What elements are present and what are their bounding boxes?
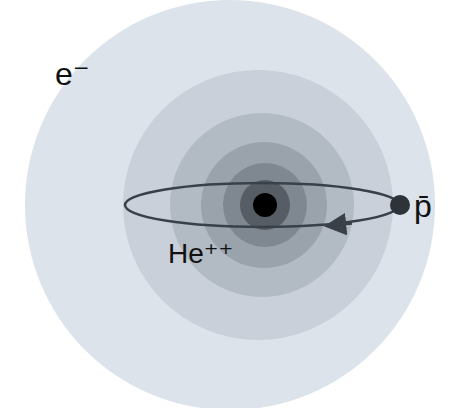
orbit-direction-arrow: [335, 224, 352, 226]
antiproton: [390, 195, 410, 215]
label: e⁻: [55, 58, 90, 90]
label: p̄: [414, 190, 432, 222]
electron-cloud-ring: [240, 180, 290, 230]
label: He⁺⁺: [168, 240, 233, 268]
electron-cloud-ring: [223, 163, 307, 247]
electron-cloud-ring: [123, 70, 393, 340]
electron-cloud-ring: [170, 113, 354, 297]
electron-cloud: [25, 0, 435, 408]
helium-nucleus: [253, 193, 277, 217]
orbit: [125, 183, 399, 227]
